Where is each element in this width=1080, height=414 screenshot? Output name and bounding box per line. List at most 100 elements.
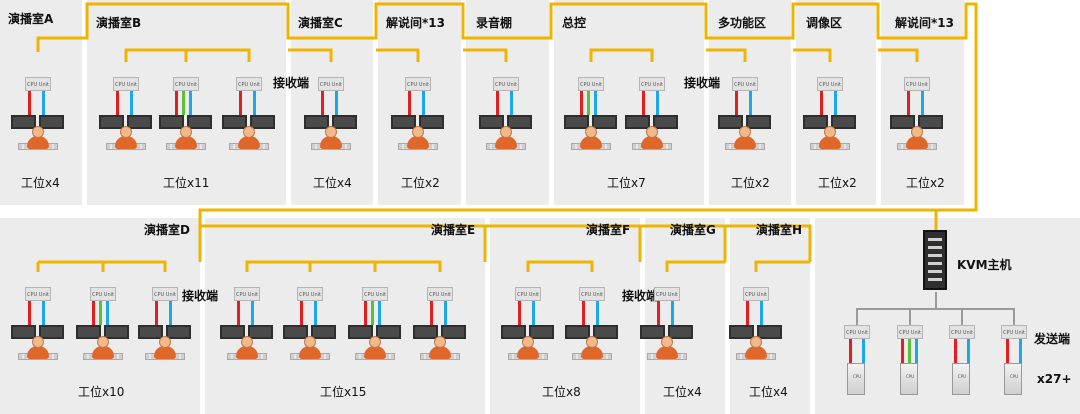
cpu-unit-icon: CPU Unit (234, 287, 260, 301)
monitor-icon (593, 325, 618, 339)
signal-cable (510, 91, 513, 115)
signal-cable (253, 91, 256, 115)
signal-cable (92, 301, 95, 325)
operator-icon (92, 346, 114, 359)
monitor-icon (304, 115, 329, 129)
monitor-icon (746, 115, 771, 129)
receiver-label-d: 接收端 (182, 289, 219, 303)
signal-cable (656, 91, 659, 115)
monitor-icon (890, 115, 915, 129)
cpu-unit-icon: CPU Unit (152, 287, 178, 301)
operator-head-icon (739, 126, 751, 138)
cpu-unit-icon: CPU Unit (844, 325, 870, 339)
operator-icon (656, 346, 678, 359)
operator-head-icon (911, 126, 923, 138)
branch-h (754, 260, 810, 272)
room-h-label: 演播室H (756, 223, 803, 237)
signal-cable (175, 91, 178, 115)
receiver-label-master: 接收端 (684, 76, 721, 90)
signal-cable (496, 91, 499, 115)
signal-cable (642, 91, 645, 115)
room-commentary-1-count: 工位x2 (401, 176, 440, 190)
operator-icon (27, 136, 49, 149)
operator-icon (364, 346, 386, 359)
cpu-unit-icon: CPU Unit (1001, 325, 1027, 339)
operator-head-icon (243, 126, 255, 138)
signal-cable (239, 91, 242, 115)
room-master-control-label: 总控 (562, 16, 587, 30)
monitor-icon (283, 325, 308, 339)
cpu-unit-icon: CPU Unit (743, 287, 769, 301)
monitor-icon (413, 325, 438, 339)
cpu-unit-icon: CPU Unit (90, 287, 116, 301)
signal-cable (907, 91, 910, 115)
signal-cable (251, 301, 254, 325)
workstation: CPU Unit (96, 77, 156, 157)
signal-cable (237, 301, 240, 325)
operator-head-icon (434, 336, 446, 348)
operator-icon (581, 346, 603, 359)
room-grading-count: 工位x2 (818, 176, 857, 190)
cpu-unit-icon: CPU Unit (236, 77, 262, 91)
workstation: CPU Unit (217, 287, 277, 367)
signal-cable (518, 301, 521, 325)
workstation: CPU Unit (8, 77, 68, 157)
signal-cable (746, 301, 749, 325)
server-tower-icon: CPU (847, 363, 865, 395)
workstation: CPU Unit (561, 77, 621, 157)
room-c-count: 工位x4 (313, 176, 352, 190)
operator-icon (429, 346, 451, 359)
server-tower-icon: CPU (900, 363, 918, 395)
room-a-count: 工位x4 (21, 176, 60, 190)
monitor-icon (479, 115, 504, 129)
branch-g (665, 260, 725, 272)
room-multifunction-label: 多功能区 (718, 16, 767, 30)
operator-head-icon (97, 336, 109, 348)
room-f-count: 工位x8 (542, 385, 581, 399)
branch-c1 (376, 48, 420, 62)
monitor-icon (11, 115, 36, 129)
operator-icon (734, 136, 756, 149)
cpu-unit-icon: CPU Unit (654, 287, 680, 301)
monitor-icon (39, 325, 64, 339)
monitor-icon (220, 325, 245, 339)
branch-d (38, 260, 167, 272)
signal-cable (915, 339, 918, 363)
monitor-icon (419, 115, 444, 129)
sender-label: 发送端 (1034, 332, 1071, 346)
monitor-icon (441, 325, 466, 339)
signal-cable (42, 301, 45, 325)
room-b-area (87, 0, 286, 205)
monitor-icon (625, 115, 650, 129)
monitor-icon (99, 115, 124, 129)
operator-icon (517, 346, 539, 359)
monitor-icon (376, 325, 401, 339)
operator-icon (580, 136, 602, 149)
signal-cable (735, 91, 738, 115)
cpu-unit-icon: CPU Unit (25, 287, 51, 301)
monitor-icon (592, 115, 617, 129)
branch-rec (463, 48, 508, 62)
operator-head-icon (500, 126, 512, 138)
signal-cable (921, 91, 924, 115)
workstation: CPU Unit (887, 77, 947, 157)
signal-cable (189, 91, 192, 115)
workstation: CPU Unit (715, 77, 775, 157)
room-b-label: 演播室B (96, 16, 142, 30)
signal-cable (408, 91, 411, 115)
operator-icon (641, 136, 663, 149)
operator-head-icon (412, 126, 424, 138)
monitor-icon (104, 325, 129, 339)
cpu-unit-icon: CPU Unit (405, 77, 431, 91)
signal-cable (106, 301, 109, 325)
room-commentary-2-count: 工位x2 (906, 176, 945, 190)
signal-cable (116, 91, 119, 115)
monitor-icon (187, 115, 212, 129)
cpu-unit-icon: CPU Unit (297, 287, 323, 301)
room-recording-area (466, 0, 549, 205)
signal-cable (99, 301, 102, 325)
monitor-icon (391, 115, 416, 129)
monitor-icon (76, 325, 101, 339)
